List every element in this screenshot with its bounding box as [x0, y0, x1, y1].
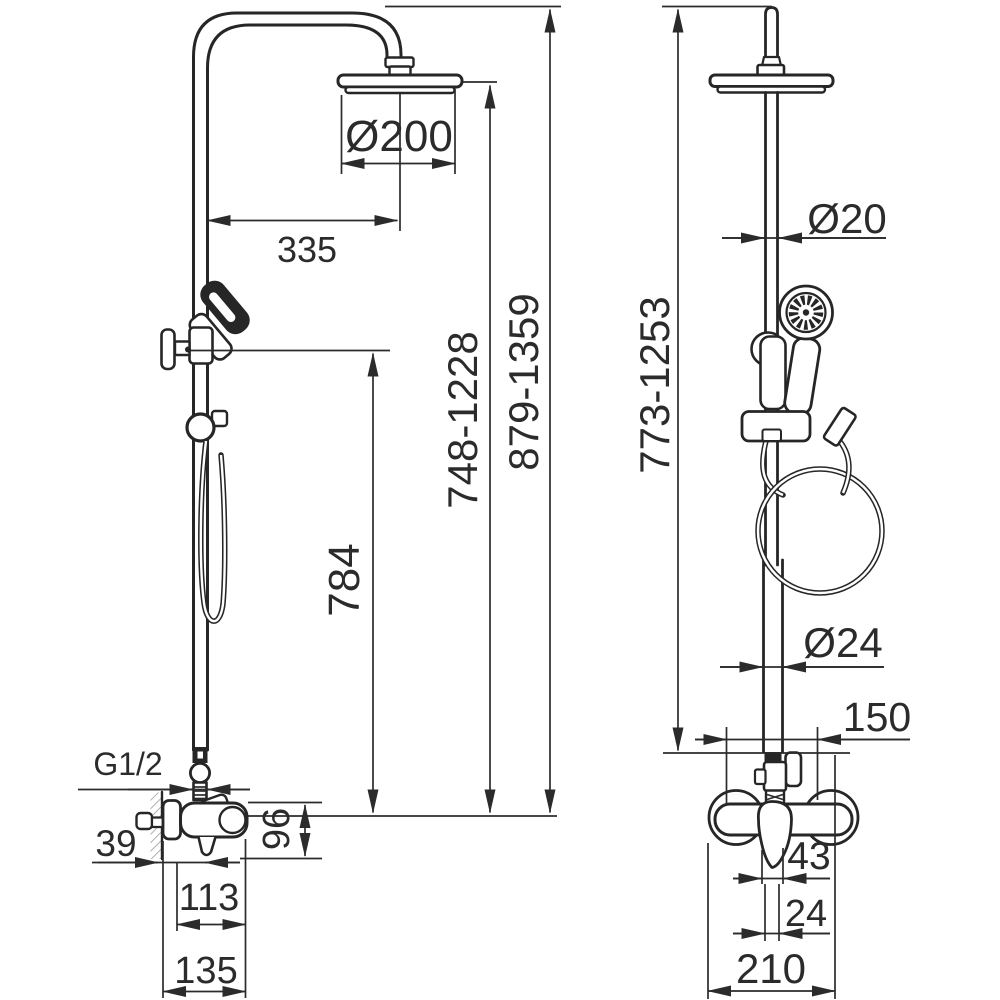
dim-label-head-diameter: Ø200: [345, 112, 453, 161]
dim-label-handle-offset-lower: 24: [785, 893, 827, 935]
front-dimensions: Ø200 335 784 748-1228 879-1359 G1/2: [78, 5, 561, 998]
mixer-outlet-spout: [197, 835, 217, 857]
dim-label-handshower-height: 784: [320, 543, 369, 616]
hose-fitting: [822, 406, 857, 447]
side-rain-head: [708, 73, 835, 88]
dim-label-upper-pipe-diameter: Ø20: [807, 195, 886, 242]
mixer-handle-knob: [135, 811, 154, 831]
slider-knob: [160, 328, 176, 371]
mixer-wall-flange: [161, 799, 182, 841]
side-view: 773-1253 Ø20 Ø24 150 43: [631, 5, 911, 999]
front-hand-shower: [160, 280, 250, 371]
holder-arm: [759, 335, 787, 411]
dim-label-head-offset: 335: [277, 229, 337, 270]
top-pipe: [764, 6, 779, 59]
dim-label-connection-thread: G1/2: [93, 746, 162, 782]
dim-label-mixer-total-width: 135: [174, 950, 237, 992]
side-hose: [755, 406, 885, 596]
diverter-body: [762, 760, 788, 793]
front-shower-column-pipe: [192, 11, 415, 752]
slider-bracket: [188, 326, 214, 365]
dim-label-wall-clearance: 39: [95, 823, 136, 864]
dim-label-mixer-center-width: 113: [179, 877, 240, 919]
front-view: Ø200 335 784 748-1228 879-1359 G1/2: [78, 5, 561, 998]
dim-label-mixer-height: 96: [256, 808, 298, 850]
dim-label-total-height-range: 879-1359: [500, 293, 547, 471]
side-dimensions: 773-1253 Ø20 Ø24 150 43: [631, 5, 911, 999]
mixer-handle-stem: [150, 816, 165, 829]
hand-shower-handle-side: [783, 336, 822, 416]
dim-label-connection-spacing: 150: [843, 694, 911, 740]
front-column-foot: [188, 747, 211, 802]
dim-label-handle-offset-upper: 43: [787, 835, 830, 878]
dim-label-lower-pipe-diameter: Ø24: [803, 619, 882, 666]
dim-label-column-height-range: 773-1253: [631, 296, 678, 474]
dim-label-bar-height-range: 748-1228: [439, 331, 486, 509]
front-rain-head: [336, 73, 464, 231]
spray-nozzles: [788, 295, 824, 330]
lock-ring: [185, 412, 216, 443]
side-hand-shower: [740, 284, 834, 443]
diverter-knob-side: [784, 751, 803, 788]
front-mixer: [135, 790, 249, 861]
dim-label-total-depth: 210: [736, 945, 806, 992]
mixer-end-cap: [218, 805, 247, 835]
ball-joint: [188, 762, 211, 785]
front-hose: [185, 409, 229, 624]
